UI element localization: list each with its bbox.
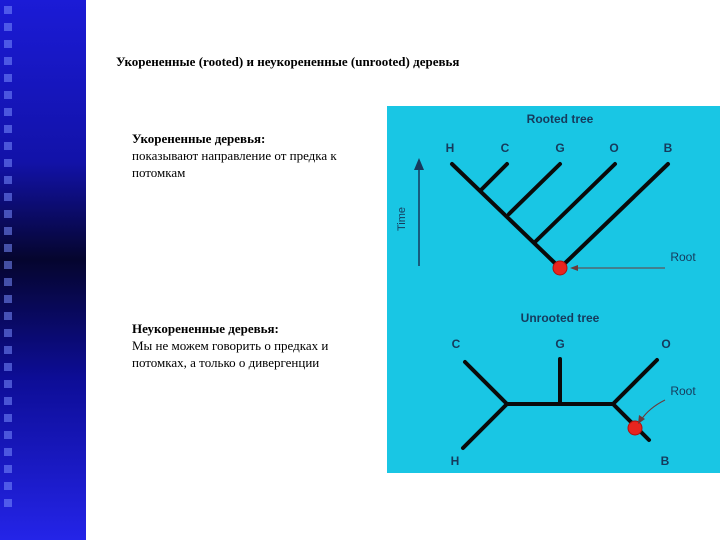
unrooted-leaf-b: B bbox=[661, 454, 670, 468]
unrooted-leaf-h: H bbox=[451, 454, 460, 468]
rooted-body: показывают направление от предка к потом… bbox=[132, 148, 337, 180]
tree-figure-svg: Rooted tree H C G O B Time Root Unrooted… bbox=[387, 106, 720, 473]
rooted-description: Укорененные деревья: показывают направле… bbox=[132, 130, 362, 181]
tree-figure: Rooted tree H C G O B Time Root Unrooted… bbox=[387, 106, 720, 473]
figure-background bbox=[387, 106, 720, 473]
rooted-heading: Укорененные деревья: bbox=[132, 131, 266, 146]
decorative-squares bbox=[4, 6, 18, 516]
unrooted-leaf-c: C bbox=[452, 337, 461, 351]
rooted-leaf-o: O bbox=[609, 141, 618, 155]
slide-title: Укорененные (rooted) и неукорененные (un… bbox=[116, 54, 460, 69]
unrooted-root-pointer-arrowhead bbox=[638, 415, 645, 424]
unrooted-tree-title: Unrooted tree bbox=[521, 311, 600, 325]
rooted-tree-branches bbox=[450, 162, 670, 270]
unrooted-leaf-g: G bbox=[555, 337, 564, 351]
rooted-root-node bbox=[552, 260, 568, 276]
unrooted-leaf-o: O bbox=[661, 337, 670, 351]
rooted-leaf-c: C bbox=[501, 141, 510, 155]
decorative-left-band bbox=[0, 0, 86, 540]
rooted-root-pointer-arrowhead bbox=[570, 265, 578, 271]
time-axis-label: Time bbox=[396, 207, 408, 231]
time-axis-arrowhead bbox=[414, 158, 424, 170]
unrooted-body: Мы не можем говорить о предках и потомка… bbox=[132, 338, 329, 370]
unrooted-heading: Неукорененные деревья: bbox=[132, 321, 279, 336]
rooted-tree-title: Rooted tree bbox=[527, 112, 594, 126]
rooted-leaf-h: H bbox=[446, 141, 455, 155]
unrooted-root-node bbox=[627, 420, 643, 436]
rooted-root-label: Root bbox=[670, 250, 696, 264]
unrooted-root-label: Root bbox=[670, 384, 696, 398]
rooted-leaf-b: B bbox=[664, 141, 673, 155]
unrooted-description: Неукорененные деревья: Мы не можем говор… bbox=[132, 320, 372, 371]
rooted-leaf-g: G bbox=[555, 141, 564, 155]
unrooted-tree-branches bbox=[461, 357, 659, 450]
